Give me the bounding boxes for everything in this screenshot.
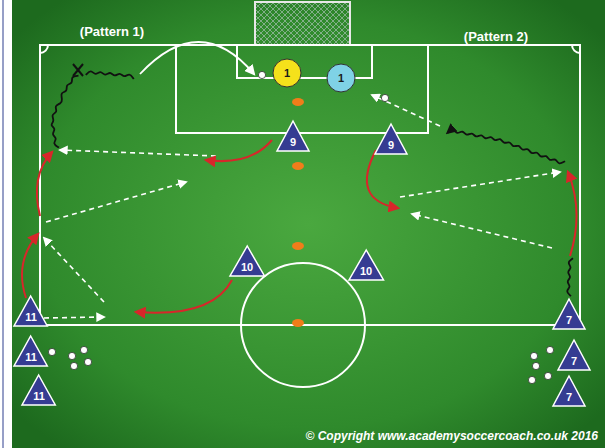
pass-lines — [44, 95, 560, 318]
grass — [12, 0, 605, 448]
ball — [84, 358, 91, 365]
player-triangle: 7 — [552, 375, 586, 407]
ball — [546, 346, 553, 353]
player-number: 1 — [338, 72, 344, 84]
circle — [273, 59, 301, 87]
player-number: 7 — [571, 355, 577, 367]
player-number: 9 — [388, 139, 394, 151]
ball — [532, 362, 539, 369]
player-number: 9 — [290, 136, 296, 148]
dribble-line — [52, 76, 79, 148]
player-number: 7 — [566, 391, 572, 403]
triangle — [14, 336, 47, 366]
player-triangle: 10 — [229, 245, 266, 277]
pattern-title: (Pattern 1) — [80, 24, 144, 39]
player-number: 7 — [566, 314, 572, 326]
player-number: 10 — [360, 265, 372, 277]
dribble-line — [447, 130, 565, 163]
player-triangle: 11 — [13, 335, 48, 367]
player-triangle: 10 — [348, 249, 385, 281]
player-triangle: 11 — [13, 295, 48, 327]
player-circle: 1 — [326, 63, 356, 93]
triangle — [22, 375, 55, 405]
triangle — [230, 246, 265, 276]
dribble-line — [86, 71, 134, 79]
circle — [327, 64, 355, 92]
player-number: 11 — [25, 311, 37, 323]
triangle — [375, 124, 407, 154]
player-triangle: 11 — [21, 374, 56, 406]
margin — [0, 0, 12, 448]
triangle — [553, 376, 585, 406]
player-triangle: 7 — [552, 298, 586, 330]
ball — [381, 94, 388, 101]
ball — [80, 346, 87, 353]
player-circle: 1 — [272, 58, 302, 88]
ball — [530, 352, 537, 359]
run-lines — [22, 140, 577, 313]
pitch-lines — [40, 2, 580, 387]
triangle — [277, 121, 309, 151]
pattern-title: (Pattern 2) — [464, 29, 528, 44]
player-number: 10 — [241, 261, 253, 273]
frame-line — [3, 0, 4, 448]
ball — [68, 352, 75, 359]
triangle — [349, 250, 384, 280]
ball — [544, 372, 551, 379]
cross-mark — [73, 64, 83, 76]
ball — [70, 362, 77, 369]
ball — [528, 376, 535, 383]
triangle — [558, 340, 590, 370]
player-number: 11 — [25, 351, 37, 363]
player-triangle: 9 — [374, 123, 408, 155]
player-number: 11 — [33, 390, 45, 402]
player-number: 1 — [284, 67, 290, 79]
player-triangle: 9 — [276, 120, 310, 152]
dribble-lines — [52, 71, 573, 296]
triangle — [14, 296, 47, 326]
ball — [258, 71, 265, 78]
ball — [48, 348, 55, 355]
triangle — [553, 299, 585, 329]
shot-line — [140, 42, 254, 74]
player-triangle: 7 — [557, 339, 591, 371]
dribble-line — [567, 258, 573, 296]
copyright-watermark: © Copyright www.academysoccercoach.co.uk… — [305, 429, 598, 443]
balls — [48, 71, 553, 383]
